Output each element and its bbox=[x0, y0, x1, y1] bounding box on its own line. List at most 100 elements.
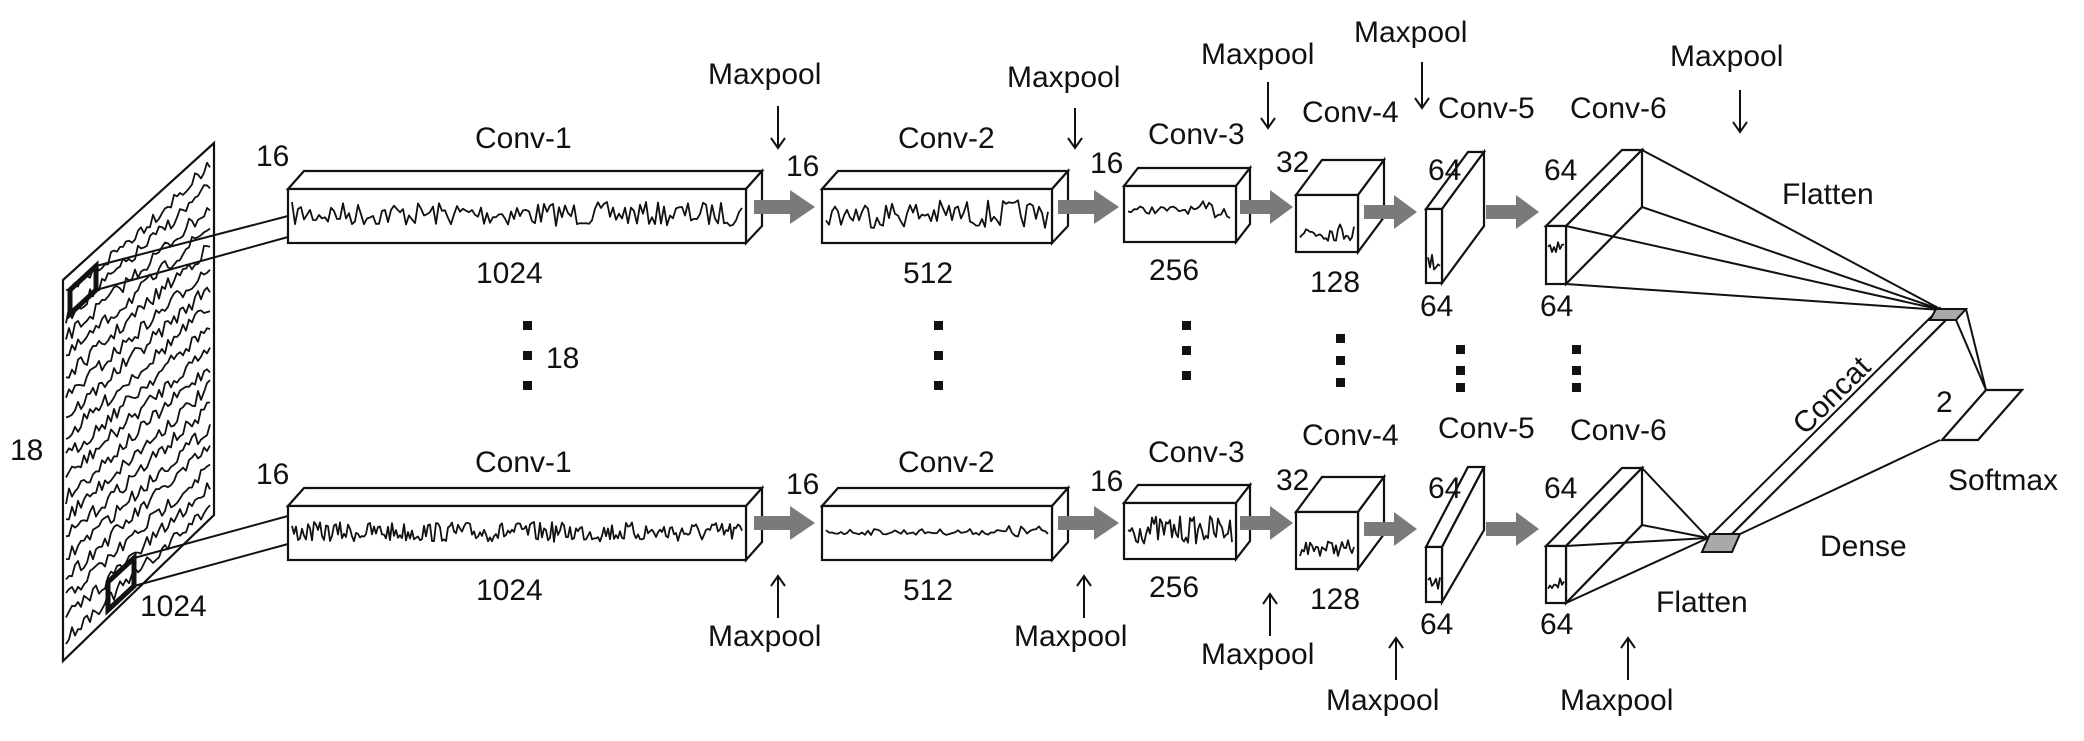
eeg-channel-trace bbox=[65, 504, 211, 645]
bottom-conv4-signal bbox=[1299, 539, 1355, 557]
eeg-channel-trace bbox=[65, 327, 211, 454]
top-conv6-length: 64 bbox=[1540, 290, 1573, 323]
eeg-channel-trace bbox=[65, 227, 211, 357]
top-arrow-1 bbox=[754, 190, 815, 224]
top-conv1-signal bbox=[291, 201, 743, 227]
top-conv3-label: Conv-3 bbox=[1148, 118, 1245, 151]
top-conv6-label: Conv-6 bbox=[1570, 92, 1667, 125]
bottom-arrow-1 bbox=[754, 506, 815, 540]
eeg-channel-trace bbox=[65, 445, 211, 580]
bottom-conv5-signal bbox=[1427, 577, 1441, 590]
bottom-conv1-signal bbox=[291, 521, 743, 543]
top-arrow-5 bbox=[1486, 195, 1539, 229]
bottom-conv6-block bbox=[1543, 465, 1645, 606]
top-arrow-2 bbox=[1058, 190, 1119, 224]
dense-line-2 bbox=[1739, 439, 1941, 535]
top-conv4-label: Conv-4 bbox=[1302, 96, 1399, 129]
top-conv4-length: 128 bbox=[1310, 266, 1360, 299]
bottom-conv6-length: 64 bbox=[1540, 608, 1573, 641]
bottom-conv3-filters: 16 bbox=[1090, 465, 1123, 498]
bottom-conv3-signal bbox=[1127, 515, 1233, 545]
bottom-conv2-block bbox=[819, 485, 1071, 563]
eeg-channel-trace bbox=[65, 184, 211, 324]
eeg-channel-trace bbox=[65, 482, 211, 618]
top-conv2-length: 512 bbox=[903, 257, 953, 290]
bottom-arrow-3 bbox=[1240, 506, 1293, 540]
top-conv3-top-face bbox=[1121, 166, 1253, 188]
eeg-channel-trace bbox=[65, 309, 211, 440]
bottom-flatten-label: Flatten bbox=[1656, 586, 1748, 619]
top-projection-line-upper bbox=[95, 215, 289, 267]
top-conv1-block bbox=[285, 168, 765, 246]
top-conv1-label: Conv-1 bbox=[475, 122, 572, 155]
top-conv2-label: Conv-2 bbox=[898, 122, 995, 155]
top-conv1-length: 1024 bbox=[476, 257, 543, 290]
bottom-conv1-filters: 16 bbox=[256, 458, 289, 491]
bottom-conv5-block bbox=[1424, 465, 1486, 607]
top-conv5-signal bbox=[1427, 253, 1441, 271]
eeg-channel-trace bbox=[65, 347, 211, 478]
top-conv5-front-face bbox=[1424, 207, 1444, 285]
bottom-branch: Conv-1 16 1024 Conv-2 16 512 Conv-3 16 2… bbox=[256, 412, 1748, 717]
bottom-conv6-front-face bbox=[1544, 544, 1568, 605]
top-conv5-filters: 64 bbox=[1428, 154, 1461, 187]
top-conv3-length: 256 bbox=[1149, 254, 1199, 287]
bottom-conv5-length: 64 bbox=[1420, 608, 1453, 641]
top-arrow-3 bbox=[1240, 190, 1293, 224]
top-conv1-top-face bbox=[285, 169, 765, 191]
top-concat-node bbox=[1928, 308, 1969, 321]
classifier-head bbox=[1700, 306, 2025, 553]
top-conv1-front-face bbox=[286, 187, 748, 245]
bottom-conv6-filters: 64 bbox=[1544, 472, 1577, 505]
dense-label: Dense bbox=[1820, 530, 1907, 563]
bottom-arrow-5 bbox=[1486, 512, 1539, 546]
top-conv5-block bbox=[1423, 148, 1487, 287]
top-maxpool-label-5: Maxpool bbox=[1670, 40, 1783, 73]
bottom-conv5-front-face bbox=[1424, 545, 1444, 604]
bottom-maxpool-label-5: Maxpool bbox=[1560, 684, 1673, 717]
bottom-conv5-filters: 64 bbox=[1428, 472, 1461, 505]
bottom-conv4-label: Conv-4 bbox=[1302, 419, 1399, 452]
top-conv6-filters: 64 bbox=[1544, 154, 1577, 187]
bottom-conv5-label: Conv-5 bbox=[1438, 412, 1535, 445]
bottom-conv1-label: Conv-1 bbox=[475, 446, 572, 479]
eeg-channel-trace bbox=[65, 463, 211, 594]
input-channels-label: 18 bbox=[10, 434, 43, 467]
eeg-channel-trace bbox=[65, 401, 211, 538]
top-maxpool-label-1: Maxpool bbox=[708, 58, 821, 91]
softmax-label: Softmax bbox=[1948, 464, 2058, 497]
top-projection-line-lower bbox=[95, 236, 289, 291]
top-conv2-top-face bbox=[819, 169, 1071, 191]
top-conv3-signal bbox=[1127, 200, 1231, 219]
top-conv4-filters: 32 bbox=[1276, 146, 1309, 179]
bottom-concat-node bbox=[1700, 533, 1742, 553]
bottom-arrow-4 bbox=[1364, 512, 1417, 546]
eeg-channel-trace bbox=[65, 424, 211, 560]
bottom-conv1-block bbox=[285, 485, 765, 563]
bottom-conv3-top-face bbox=[1121, 483, 1253, 505]
top-conv4-front-face bbox=[1294, 193, 1360, 254]
bottom-conv1-top-face bbox=[285, 486, 765, 508]
bottom-conv6-signal bbox=[1547, 577, 1565, 590]
eeg-channel-trace bbox=[65, 269, 211, 399]
input-length-label: 1024 bbox=[140, 590, 207, 623]
bottom-conv3-length: 256 bbox=[1149, 571, 1199, 604]
output-units-label: 2 bbox=[1936, 386, 1953, 419]
softmax-output-block bbox=[1939, 388, 2025, 442]
bottom-maxpool-label-3: Maxpool bbox=[1201, 638, 1314, 671]
dense-line-1 bbox=[1965, 308, 1987, 391]
top-conv3-filters: 16 bbox=[1090, 147, 1123, 180]
top-conv3-front-face bbox=[1122, 184, 1238, 244]
top-conv2-filters: 16 bbox=[786, 150, 819, 183]
top-flatten-lines bbox=[1565, 149, 1943, 311]
bottom-conv3-block bbox=[1121, 481, 1253, 563]
eeg-channel-trace bbox=[65, 161, 211, 292]
bottom-conv4-length: 128 bbox=[1310, 583, 1360, 616]
top-conv5-label: Conv-5 bbox=[1438, 92, 1535, 125]
eeg-channel-trace bbox=[65, 244, 211, 379]
bottom-conv2-signal bbox=[825, 525, 1049, 538]
bottom-conv2-top-face bbox=[819, 486, 1071, 508]
top-conv6-front-face bbox=[1544, 224, 1568, 286]
branch-ellipsis bbox=[523, 321, 1581, 392]
